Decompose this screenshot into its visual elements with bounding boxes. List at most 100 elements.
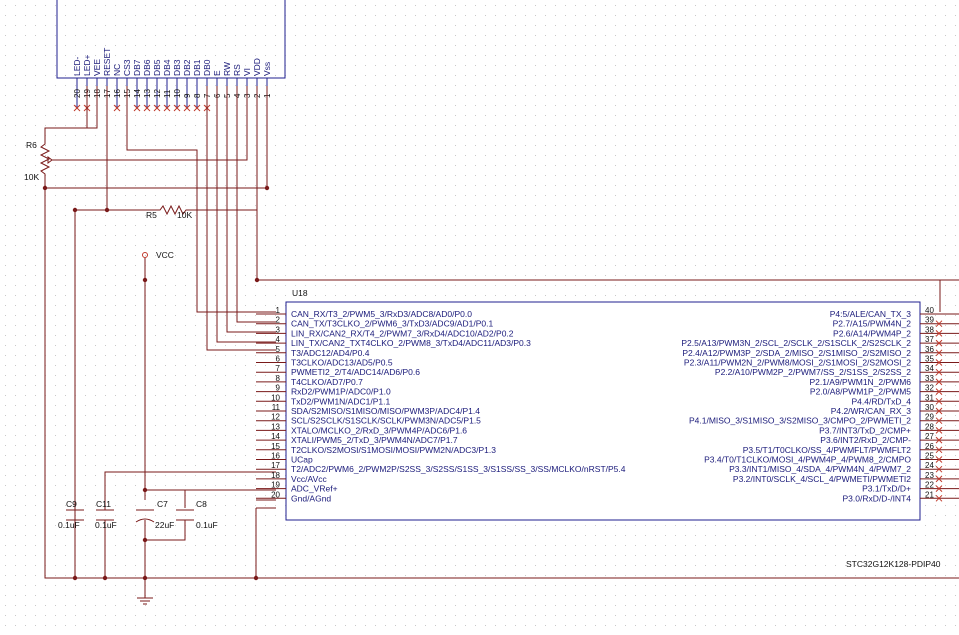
mcu-ref: U18 (292, 288, 308, 298)
no-connect-mark (935, 465, 943, 473)
mcu-pin-label: CAN_TX/T3CLKO_2/PWM6_3/TxD3/ADC9/AD1/P0.… (291, 319, 493, 329)
mcu-pin-number: 1 (276, 306, 281, 315)
no-connect-mark (133, 104, 141, 112)
lcd-pin-label: DB5 (152, 59, 162, 76)
mcu-pin-number: 20 (271, 490, 280, 499)
lcd-pin-label: VEE (92, 59, 102, 76)
mcu-pin-number: 21 (925, 490, 934, 499)
mcu-pin-number: 8 (276, 374, 281, 383)
mcu-pin-number: 3 (276, 325, 281, 334)
mcu-pin-label: P2.0/A8/PWM1P_2/PWM5 (810, 387, 911, 397)
mcu-pin-label: T4CLKO/AD7/P0.7 (291, 377, 363, 387)
mcu-pin-label: T3/ADC12/AD4/P0.4 (291, 348, 370, 358)
lcd-pin-label: E (212, 70, 222, 76)
c9-ref: C9 (66, 499, 77, 509)
r6-potentiometer[interactable]: R6 10K (24, 140, 53, 182)
mcu-pin-number: 35 (925, 355, 934, 364)
mcu-pin-label: P2.6/A14/PWM4P_2 (833, 328, 911, 338)
no-connect-mark (935, 388, 943, 395)
mcu-pin-number: 18 (271, 471, 280, 480)
mcu-pin-number: 7 (276, 364, 281, 373)
capacitor-c8[interactable]: C8 0.1uF (176, 499, 218, 530)
mcu-pin-number: 36 (925, 345, 934, 354)
mcu-pin-number: 33 (925, 374, 934, 383)
mcu-pin-label: P3.7/INT3/TxD_2/CMP+ (819, 425, 911, 435)
lcd-pin-number: 11 (163, 89, 172, 98)
lcd-pin-label: DB7 (132, 59, 142, 76)
no-connect-mark (935, 368, 943, 376)
lcd-pin-label: NC (112, 64, 122, 76)
mcu-pin-number: 31 (925, 393, 934, 402)
mcu-pin-label: P2.2/A10/PWM2P_2/PWM7/SS_2/S1SS_2/S2SS_2 (715, 367, 911, 377)
no-connect-mark (73, 104, 81, 112)
no-connect-mark (193, 104, 201, 112)
lcd-pin-number: 9 (183, 93, 192, 98)
mcu-pin-label: Vcc/AVcc (291, 474, 327, 484)
lcd-pin-label: VI (242, 68, 252, 76)
grid-dots (5, 5, 956, 626)
no-connect-mark (935, 436, 943, 444)
r5-ref: R5 (146, 210, 157, 220)
lcd-pin-label: RW (222, 62, 232, 76)
lcd-pin-number: 10 (173, 89, 182, 98)
c8-ref: C8 (196, 499, 207, 509)
no-connect-mark (113, 104, 121, 112)
lcd-pin-number: 13 (143, 89, 152, 98)
lcd-pin-label: DB1 (192, 59, 202, 76)
no-connect-mark (935, 397, 943, 405)
mcu-pin-number: 25 (925, 452, 934, 461)
mcu-pin-number: 11 (272, 403, 281, 412)
mcu-pin-number: 19 (271, 481, 280, 490)
mcu-pin-label: P3.0/RxD/D-/INT4 (843, 493, 912, 503)
c11-value: 0.1uF (95, 520, 117, 530)
mcu-pin-label: P4.2/WR/CAN_RX_3 (831, 406, 912, 416)
no-connect-mark (163, 104, 171, 112)
no-connect-mark (183, 104, 191, 112)
mcu-pin-number: 37 (925, 335, 934, 344)
lcd-pin-label: RESET (102, 48, 112, 76)
mcu-pin-label: RxD2/PWM1P/ADC0/P1.0 (291, 387, 391, 397)
lcd-pin-number: 16 (113, 89, 122, 98)
lcd-pin-label: DB0 (202, 59, 212, 76)
mcu-pin-number: 40 (925, 306, 934, 315)
ground-symbol (137, 597, 153, 605)
lcd-pin-number: 20 (73, 89, 82, 98)
r5-resistor[interactable]: R5 10K (140, 204, 200, 220)
no-connect-mark (143, 104, 151, 112)
no-connect-mark (935, 475, 943, 483)
mcu-pin-number: 38 (925, 325, 934, 334)
lcd-module[interactable]: LED-20LED+19VEE18RESET17NC16CS315DB714DB… (56, 0, 286, 112)
no-connect-mark (935, 330, 943, 337)
mcu-pin-number: 14 (271, 432, 280, 441)
mcu-pin-label: P4:5/ALE/CAN_TX_3 (830, 309, 912, 319)
mcu-pin-label: P3.1/TxD/D+ (862, 484, 911, 494)
capacitor-c7[interactable]: C7 22uF (135, 499, 174, 530)
mcu-pin-label: T2/ADC2/PWM6_2/PWM2P/S2SS_3/S2SS/S1SS_3/… (291, 464, 626, 474)
capacitor-c11[interactable]: C11 0.1uF (95, 499, 117, 530)
no-connect-mark (153, 104, 161, 112)
no-connect-mark (935, 320, 943, 328)
mcu-pin-number: 15 (271, 442, 280, 451)
mcu-pin-number: 27 (925, 432, 934, 441)
mcu-pin-label: P3.6/INT2/RxD_2/CMP- (820, 435, 911, 445)
capacitor-c9[interactable]: C9 0.1uF (58, 499, 84, 530)
mcu-pin-label: P3.5/T1/T0CLKO/SS_4/PWMFLT/PWMFLT2 (743, 445, 912, 455)
lcd-pin-group: LED-20LED+19VEE18RESET17NC16CS315DB714DB… (72, 48, 272, 112)
no-connect-mark (173, 104, 181, 112)
mcu-pin-label: T2CLKO/S2MOSI/S1MOSI/MOSI/PWM2N/ADC3/P1.… (291, 445, 496, 455)
lcd-pin-number: 8 (193, 93, 202, 98)
mcu-pin-label: P2.3/A11/PWM2N_2/PWM8/MOSI_2/S1MOSI_2/S2… (684, 358, 911, 368)
lcd-pin-label: LED+ (82, 54, 92, 76)
mcu-pin-label: XTALI/PWM5_2/TxD_3/PWM4N/ADC7/P1.7 (291, 435, 458, 445)
mcu-part: STC32G12K128-PDIP40 (846, 559, 941, 569)
mcu-pin-label: P2.5/A13/PWM3N_2/SCL_2/SCLK_2/S1SCLK_2/S… (681, 338, 911, 348)
c11-ref: C11 (96, 499, 111, 509)
vcc-power-port[interactable]: VCC (142, 250, 174, 260)
mcu-pin-label: P3.4/T0/T1CLKO/MOSI_4/PWM4P_4/PWM8_2/CMP… (704, 455, 911, 465)
mcu-pin-label: P2.4/A12/PWM3P_2/SDA_2/MISO_2/S1MISO_2/S… (682, 348, 911, 358)
mcu-pin-number: 16 (271, 452, 280, 461)
mcu-pin-label: Gnd/AGnd (291, 493, 331, 503)
mcu-pin-label: PWMETI2_2/T4/ADC14/AD6/P0.6 (291, 367, 420, 377)
